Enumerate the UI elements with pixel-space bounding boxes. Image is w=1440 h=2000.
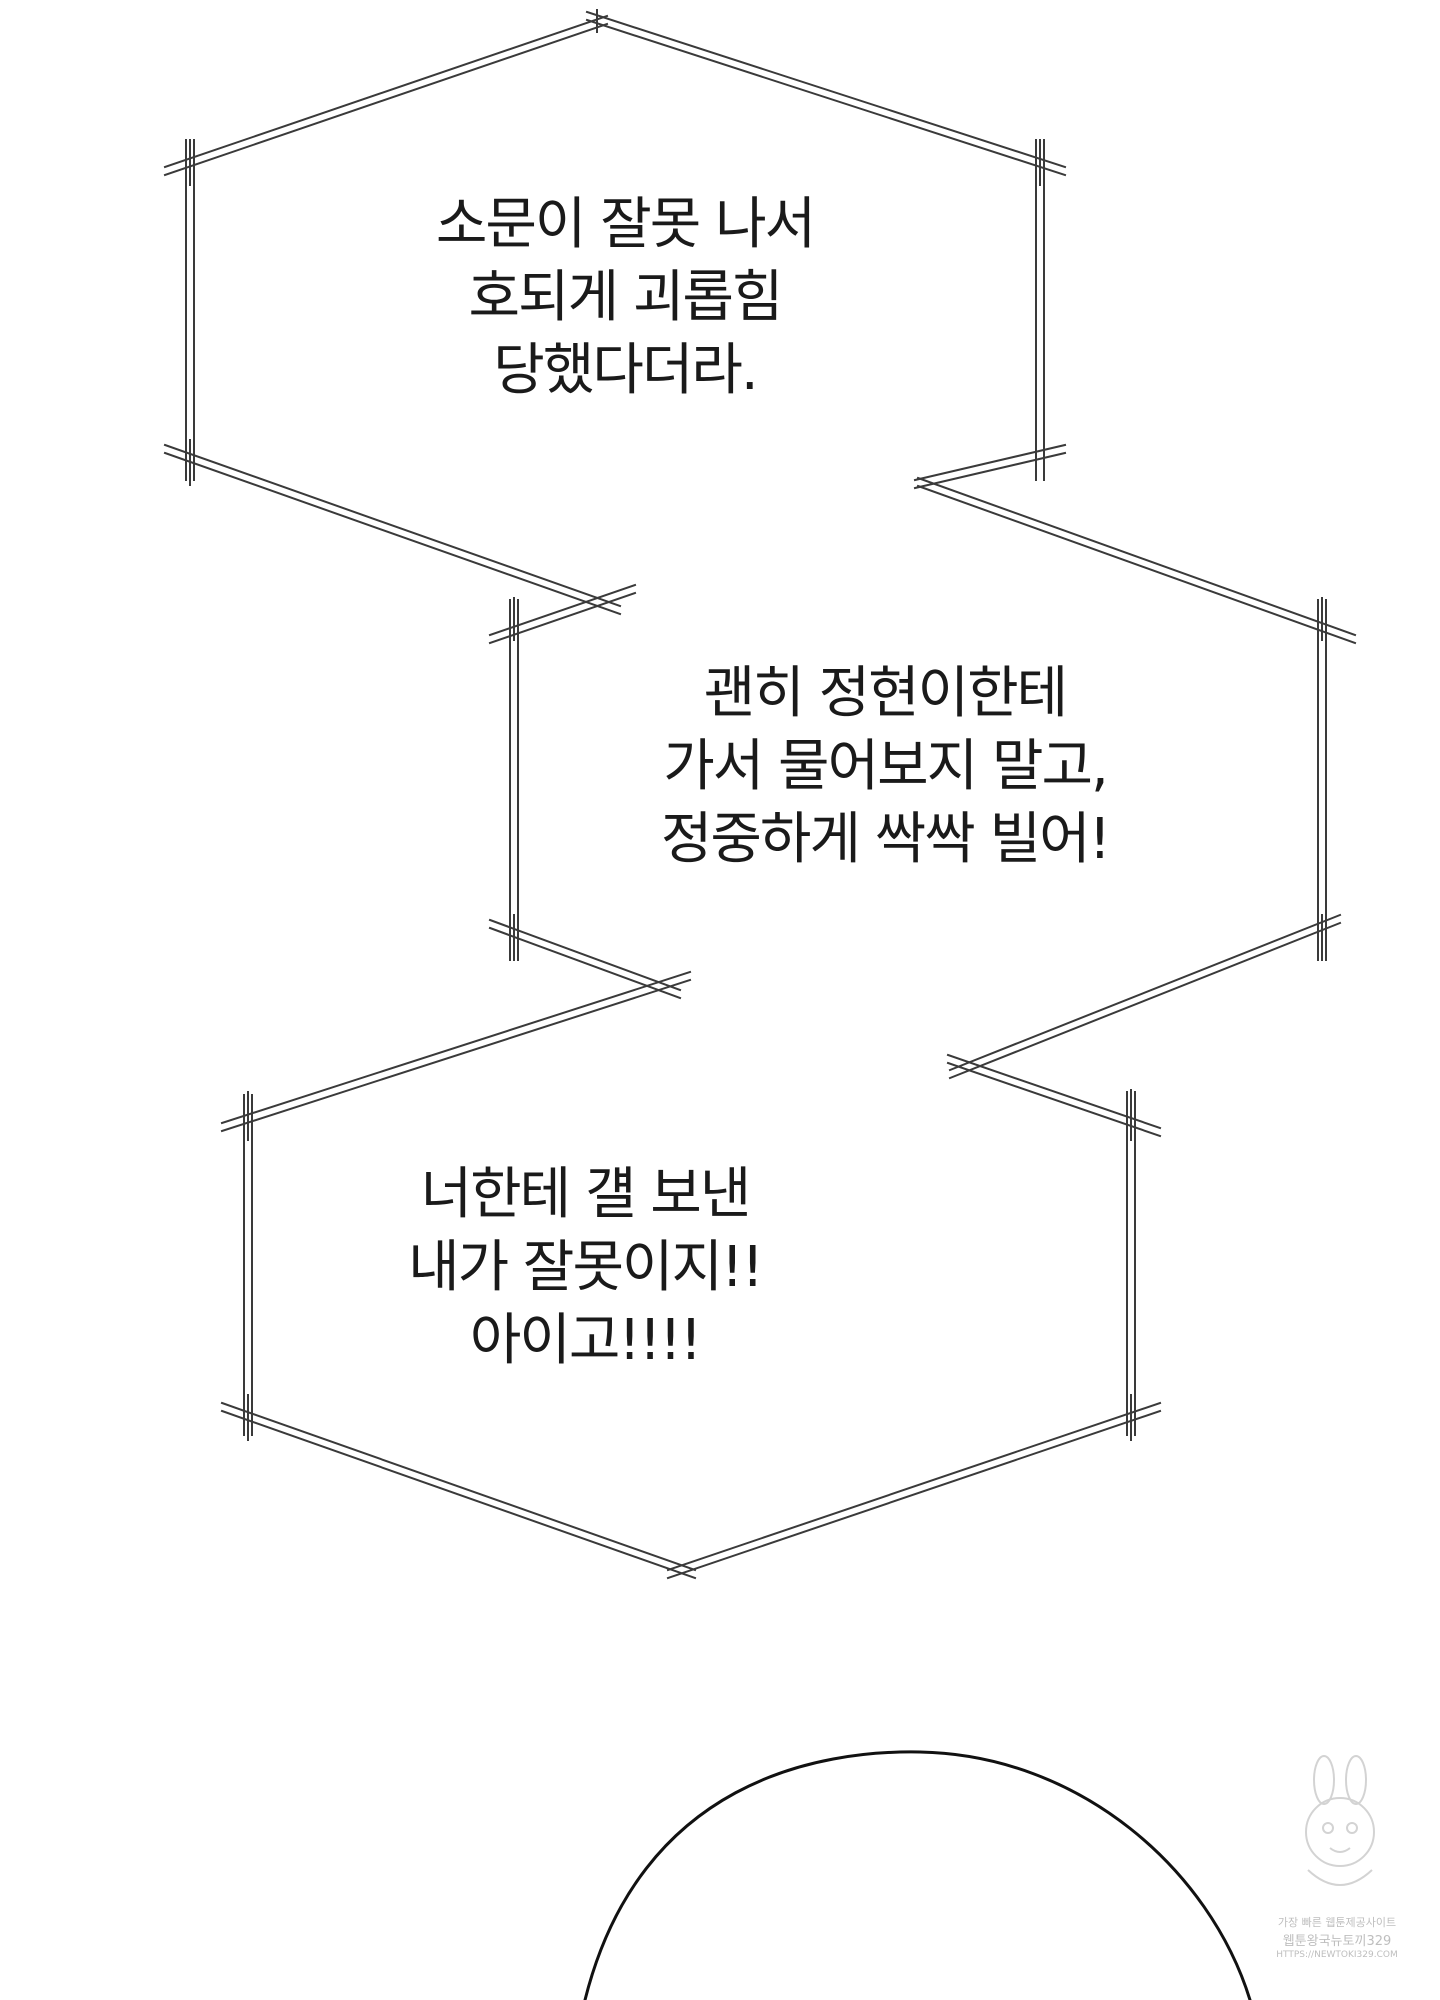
speech-bubble-frame-1 [163, 9, 1067, 616]
speech-bubble-frame-3 [220, 970, 1162, 1580]
watermark-mascot-icon [1305, 1755, 1375, 1886]
site-watermark: 가장 빠른 웹툰제공사이트 웹툰왕국뉴토끼329 HTTPS://NEWTOKI… [1262, 1740, 1412, 1980]
speech-line: 내가 잘못이지!! [408, 1235, 764, 1300]
speech-bubble-text-1: 소문이 잘못 나서 호되게 괴롭힘 당했다더라. [345, 188, 905, 407]
watermark-line-1: 가장 빠른 웹툰제공사이트 [1277, 1916, 1397, 1929]
speech-line: 당했다더라. [493, 338, 758, 403]
character-head-outline [583, 1750, 1252, 2000]
speech-bubble-frame-2 [488, 476, 1357, 1080]
speech-bubble-text-3: 너한테 걜 보낸 내가 잘못이지!! 아이고!!!! [305, 1158, 865, 1377]
speech-bubble-text-2: 괜히 정현이한테 가서 물어보지 말고, 정중하게 싹싹 빌어! [605, 657, 1165, 876]
speech-line: 정중하게 싹싹 빌어! [660, 807, 1111, 872]
speech-line: 소문이 잘못 나서 [435, 192, 816, 257]
speech-line: 아이고!!!! [469, 1308, 702, 1373]
speech-line: 호되게 괴롭힘 [468, 265, 784, 330]
watermark-url: HTTPS://NEWTOKI329.COM [1276, 1950, 1398, 1960]
speech-line: 괜히 정현이한테 [703, 661, 1068, 726]
speech-line: 가서 물어보지 말고, [663, 734, 1109, 799]
speech-line: 너한테 걜 보낸 [420, 1162, 752, 1227]
watermark-line-2: 웹툰왕국뉴토끼329 [1282, 1934, 1392, 1949]
